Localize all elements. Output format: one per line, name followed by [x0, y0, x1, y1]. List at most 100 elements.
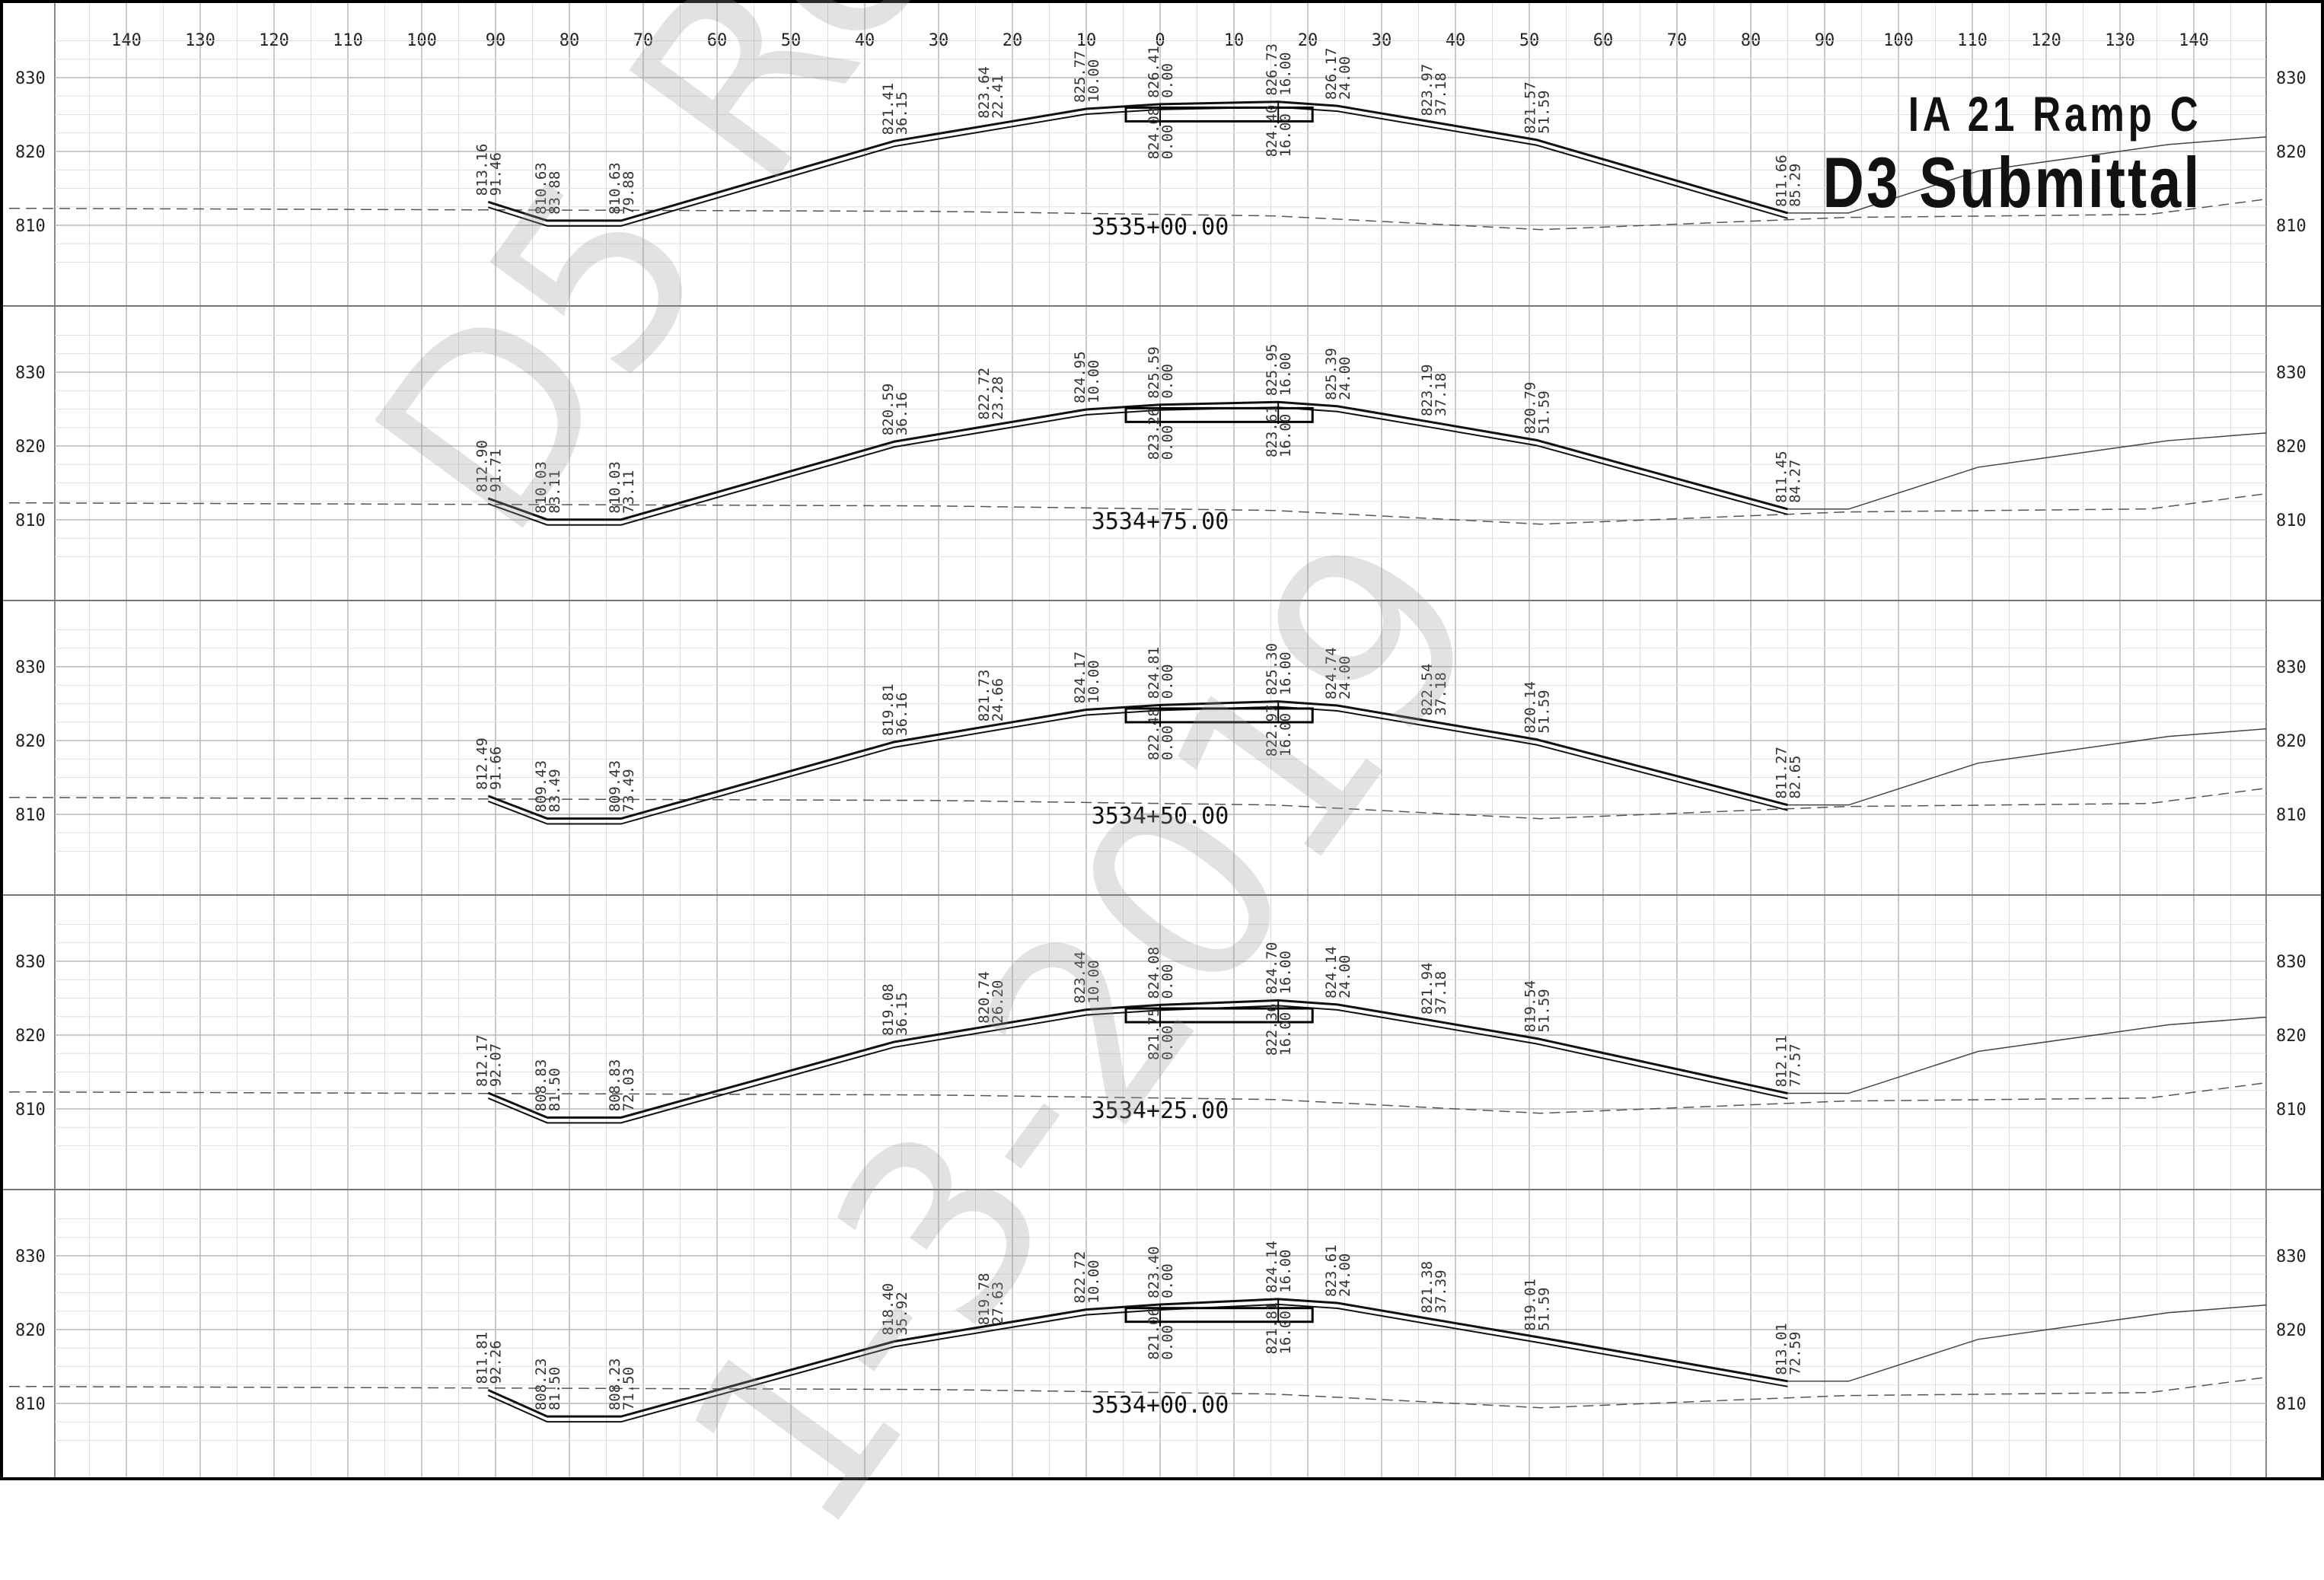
elevation-annotation: 819.0836.15 [880, 983, 910, 1036]
elevation-annotation: 820.1451.59 [1522, 681, 1553, 734]
elevation-annotation: 823.6124.00 [1323, 1244, 1353, 1297]
elevation-annotation: 810.6383.88 [533, 162, 563, 215]
station-label: 3534+25.00 [1092, 1097, 1229, 1124]
existing-ground-line [8, 1376, 2267, 1409]
elevation-annotation: 823.6116.00 [1264, 405, 1294, 457]
elevation-label: 810 [2276, 1101, 2306, 1120]
elevation-label: 810 [15, 217, 46, 236]
elevation-annotation: 821.4136.15 [880, 83, 910, 135]
proposed-section-bottom [487, 106, 1788, 227]
elevation-annotation: 812.1177.57 [1774, 1035, 1804, 1088]
elevation-annotation: 810.6379.88 [607, 162, 637, 215]
existing-ground-line [8, 198, 2267, 231]
elevation-label: 820 [2276, 1321, 2306, 1340]
elevation-label: 820 [2276, 438, 2306, 457]
elevation-annotation: 808.8372.03 [607, 1059, 637, 1112]
elevation-annotation: 811.4584.27 [1774, 451, 1804, 503]
elevation-annotation: 823.260.00 [1146, 408, 1176, 460]
elevation-label: 820 [15, 438, 46, 457]
submittal-label: D3 Submittal [1822, 142, 2202, 222]
elevation-annotation: 819.0151.59 [1522, 1279, 1553, 1331]
elevation-annotation: 822.3616.00 [1264, 1003, 1294, 1056]
elevation-annotation: 824.1416.00 [1264, 1241, 1294, 1293]
terrain-line [1787, 1016, 2267, 1094]
elevation-label: 810 [2276, 217, 2306, 236]
elevation-label: 830 [15, 69, 46, 88]
elevation-label: 820 [15, 1321, 46, 1340]
elevation-annotation: 821.8116.00 [1264, 1302, 1294, 1355]
elevation-annotation: 808.2371.50 [607, 1359, 637, 1411]
proposed-section-bottom [487, 406, 1788, 526]
elevation-annotation: 823.400.00 [1146, 1246, 1176, 1298]
elevation-label: 810 [15, 806, 46, 825]
elevation-annotation: 826.410.00 [1146, 46, 1176, 98]
cross-section-sheet: 1401401301301201201101101001009090808070… [0, 0, 2324, 1480]
elevation-annotation: 824.7424.00 [1323, 647, 1353, 699]
elevation-annotation: 824.080.00 [1146, 947, 1176, 999]
elevation-annotation: 808.8381.50 [533, 1059, 563, 1112]
elevation-annotation: 824.080.00 [1146, 107, 1176, 160]
elevation-annotation: 820.7951.59 [1522, 382, 1553, 435]
elevation-label: 820 [2276, 1027, 2306, 1046]
station-label: 3535+00.00 [1092, 214, 1229, 241]
elevation-annotation: 822.5437.18 [1419, 664, 1449, 716]
elevation-annotation: 813.0172.59 [1774, 1323, 1804, 1375]
elevation-annotation: 821.3837.39 [1419, 1261, 1449, 1314]
elevation-annotation: 825.3924.00 [1323, 348, 1353, 400]
elevation-annotation: 819.5451.59 [1522, 980, 1553, 1033]
elevation-annotation: 809.4383.49 [533, 760, 563, 813]
elevation-annotation: 812.9091.71 [473, 440, 504, 492]
elevation-annotation: 809.4373.49 [607, 760, 637, 813]
elevation-annotation: 825.590.00 [1146, 346, 1176, 399]
elevation-annotation: 811.8192.26 [473, 1332, 504, 1384]
cross-section-panel: 830 830 820 820 810 810 811.8192.26 808.2381.50… [0, 1189, 2324, 1441]
elevation-annotation: 812.1792.07 [473, 1034, 504, 1087]
elevation-label: 830 [2276, 364, 2306, 383]
sheet-border [0, 0, 2324, 1480]
pavement-box [1124, 1307, 1314, 1324]
pavement-box [1124, 1007, 1314, 1024]
elevation-label: 830 [15, 364, 46, 383]
station-label: 3534+00.00 [1092, 1392, 1229, 1419]
elevation-annotation: 821.060.00 [1146, 1308, 1176, 1360]
elevation-annotation: 808.2381.50 [533, 1359, 563, 1411]
elevation-annotation: 812.4991.66 [473, 737, 504, 790]
title-block: IA 21 Ramp C D3 Submittal [1728, 84, 2202, 221]
elevation-label: 810 [15, 1395, 46, 1414]
sheet-title: IA 21 Ramp C [1908, 87, 2202, 142]
elevation-annotation: 824.1710.00 [1072, 651, 1102, 704]
terrain-line [1787, 432, 2267, 510]
elevation-annotation: 821.7324.66 [976, 670, 1006, 722]
elevation-label: 810 [2276, 1395, 2306, 1414]
elevation-annotation: 824.9510.00 [1072, 351, 1102, 403]
cross-section-panels: 830 830 820 820 810 810 813.1691.46 810.6383.88… [0, 40, 2324, 1441]
existing-ground-line [8, 492, 2267, 525]
elevation-annotation: 822.7210.00 [1072, 1251, 1102, 1304]
elevation-label: 810 [2276, 511, 2306, 530]
elevation-annotation: 810.0383.11 [533, 461, 563, 514]
terrain-line [1787, 728, 2267, 806]
station-label: 3534+75.00 [1092, 508, 1229, 535]
elevation-annotation: 813.1691.46 [473, 144, 504, 196]
elevation-label: 830 [15, 1247, 46, 1266]
elevation-annotation: 811.6685.29 [1774, 154, 1804, 207]
elevation-label: 830 [2276, 1247, 2306, 1266]
elevation-annotation: 823.1937.18 [1419, 364, 1449, 416]
elevation-label: 830 [2276, 69, 2306, 88]
elevation-annotation: 810.0373.11 [607, 461, 637, 514]
existing-ground-line [8, 1081, 2267, 1114]
elevation-annotation: 824.4016.00 [1264, 105, 1294, 158]
elevation-annotation: 823.9737.18 [1419, 64, 1449, 116]
elevation-annotation: 821.9437.18 [1419, 963, 1449, 1015]
elevation-annotation: 811.2782.65 [1774, 747, 1804, 799]
elevation-annotation: 826.7316.00 [1264, 43, 1294, 96]
elevation-annotation: 825.7710.00 [1072, 50, 1102, 103]
terrain-line [1787, 1304, 2267, 1382]
elevation-label: 830 [2276, 953, 2306, 972]
station-label: 3534+50.00 [1092, 803, 1229, 830]
elevation-annotation: 822.9716.00 [1264, 705, 1294, 757]
elevation-label: 820 [15, 732, 46, 751]
